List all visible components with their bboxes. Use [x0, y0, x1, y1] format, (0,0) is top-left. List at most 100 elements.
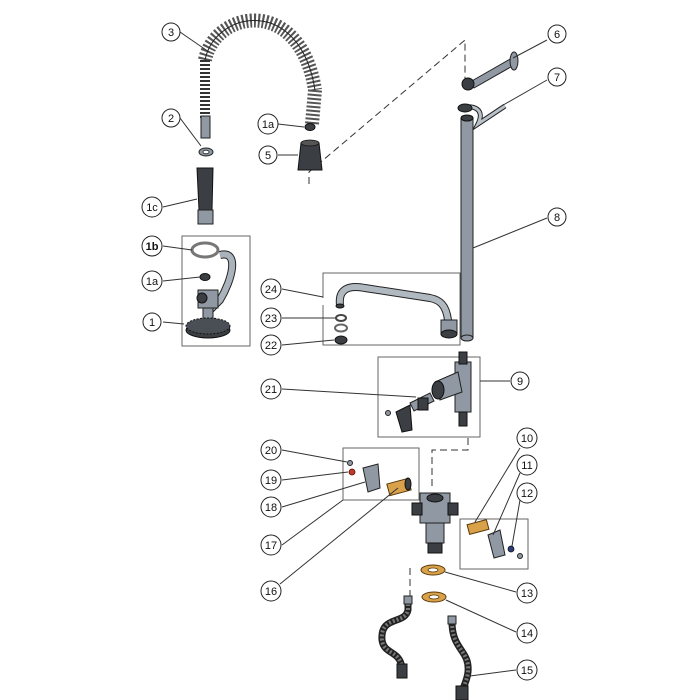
callout-16: 16 [260, 580, 282, 602]
callout-1b: 1b [141, 235, 163, 257]
callout-15: 15 [516, 659, 538, 681]
supply-hose-left [378, 595, 413, 679]
svg-text:1a: 1a [146, 276, 159, 288]
leader-1a-top [277, 123, 305, 128]
leader-22 [281, 339, 335, 346]
group-box-right-cartridge [459, 518, 529, 570]
riser-pipe-part-8 [460, 114, 474, 342]
group-box-left-cartridge [342, 447, 420, 501]
leader-13 [444, 571, 517, 593]
callout-24: 24 [260, 278, 282, 300]
callout-1a-top: 1a [257, 113, 279, 135]
leader-1c [162, 198, 198, 208]
callout-18: 18 [260, 496, 282, 518]
washer-part-2 [198, 147, 214, 157]
callout-12: 12 [516, 482, 538, 504]
svg-text:15: 15 [521, 665, 533, 677]
svg-text:22: 22 [265, 340, 277, 352]
supply-hose-right [447, 615, 472, 700]
svg-text:9: 9 [517, 376, 523, 388]
svg-text:17: 17 [265, 540, 277, 552]
spray-valve-part-1 [185, 250, 237, 339]
callout-1a-middle: 1a [141, 270, 163, 292]
svg-text:10: 10 [521, 433, 533, 445]
svg-text:3: 3 [168, 27, 174, 39]
svg-text:13: 13 [521, 588, 533, 600]
leader-8 [472, 217, 548, 249]
lever-handle-part-18 [362, 463, 381, 493]
callout-3: 3 [161, 22, 181, 42]
callout-6: 6 [547, 24, 567, 44]
button-part-19 [348, 468, 356, 476]
callout-1: 1 [142, 312, 162, 332]
leader-1b [162, 245, 193, 251]
callout-5: 5 [258, 145, 278, 165]
lever-handle-part-11 [487, 529, 506, 559]
screw-part-12 [517, 553, 523, 559]
svg-text:8: 8 [554, 212, 560, 224]
cartridge-part-10 [466, 518, 490, 536]
svg-text:23: 23 [265, 313, 277, 325]
svg-text:6: 6 [554, 29, 560, 41]
leader-11 [492, 472, 521, 536]
svg-text:7: 7 [554, 72, 560, 84]
svg-text:1b: 1b [146, 241, 159, 253]
leader-6 [512, 39, 548, 59]
leader-15 [469, 669, 517, 677]
add-on-faucet-tee-part-9 [431, 351, 472, 427]
o-ring-part-23 [335, 314, 347, 322]
callout-10: 10 [516, 427, 538, 449]
callout-22: 22 [260, 334, 282, 356]
callout-13: 13 [516, 582, 538, 604]
svg-text:12: 12 [521, 488, 533, 500]
group-box-spray-valve [181, 235, 251, 347]
leader-14 [445, 599, 517, 633]
leader-10 [474, 447, 521, 523]
svg-text:11: 11 [521, 460, 532, 472]
svg-text:1c: 1c [146, 202, 158, 214]
svg-text:2: 2 [168, 113, 174, 125]
callout-1c: 1c [141, 196, 163, 218]
callout-20: 20 [260, 439, 282, 461]
callout-2: 2 [161, 108, 181, 128]
leader-16 [279, 487, 399, 585]
bracket-arm-part-7 [457, 103, 507, 132]
leader-21 [281, 388, 417, 398]
wall-bracket-part-6 [461, 51, 519, 91]
callout-17: 17 [260, 534, 282, 556]
callout-11: 11 [516, 454, 538, 476]
leader-2 [179, 117, 202, 147]
callout-23: 23 [260, 307, 282, 329]
callout-8: 8 [547, 207, 567, 227]
leader-18 [281, 481, 366, 508]
leader-3 [179, 31, 210, 53]
leader-1a-middle [162, 276, 201, 282]
svg-text:1: 1 [149, 317, 155, 329]
cartridge-part-16 [386, 477, 412, 497]
spray-handle-grip-part [196, 167, 214, 225]
dashed-assembly-line-hose [308, 38, 466, 184]
svg-text:5: 5 [265, 150, 271, 162]
spring-hose-part [198, 13, 322, 139]
svg-text:24: 24 [265, 284, 277, 296]
svg-text:20: 20 [265, 445, 277, 457]
washer-part-22 [334, 335, 348, 345]
callout-9: 9 [510, 371, 530, 391]
dashed-assembly-line-body [431, 438, 469, 490]
svg-text:21: 21 [265, 384, 277, 396]
callout-14: 14 [516, 622, 538, 644]
hose-nut-part-5 [297, 139, 323, 171]
leader-1 [162, 321, 185, 325]
svg-text:14: 14 [521, 628, 533, 640]
callout-21: 21 [260, 378, 282, 400]
callout-7: 7 [547, 67, 567, 87]
button-part-12 [507, 545, 515, 553]
leader-20 [281, 449, 348, 463]
faucet-body [411, 492, 459, 554]
callout-19: 19 [260, 469, 282, 491]
svg-text:19: 19 [265, 475, 277, 487]
leader-17 [281, 499, 344, 546]
cartridge-handle-part-21 [385, 392, 435, 433]
leader-7 [497, 79, 548, 109]
